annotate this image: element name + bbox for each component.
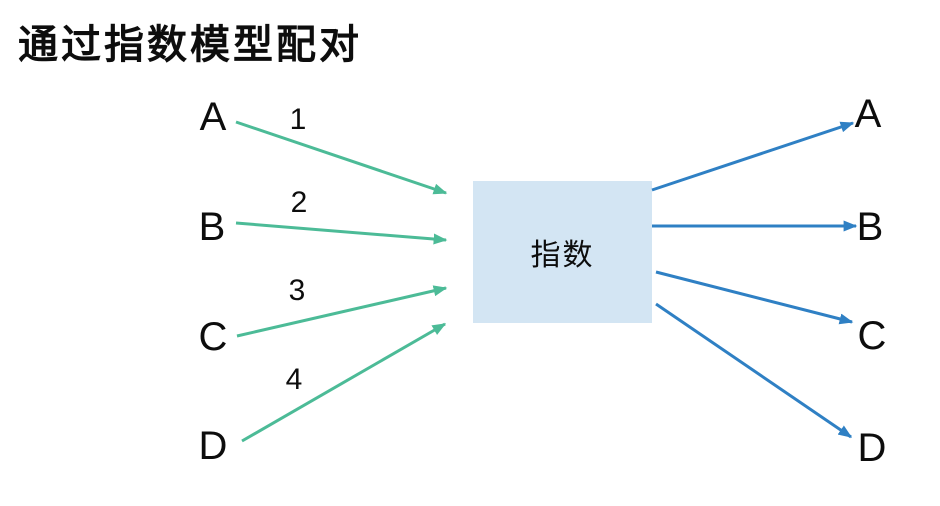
source-arrow-2 xyxy=(235,221,448,245)
target-arrow-a xyxy=(651,121,855,192)
source-node-d: D xyxy=(198,424,228,468)
target-node-c: C xyxy=(857,314,887,358)
arrow-label-2: 2 xyxy=(290,186,308,219)
source-node-a: A xyxy=(199,95,227,139)
source-arrow-4 xyxy=(241,322,447,443)
source-arrow-3 xyxy=(236,285,448,338)
source-node-c: C xyxy=(198,315,228,359)
source-arrow-1 xyxy=(235,120,448,195)
index-box-label: 指数 xyxy=(530,239,595,272)
target-arrow-c xyxy=(655,270,854,325)
index-box: 指数 xyxy=(473,181,652,323)
arrow-label-4: 4 xyxy=(285,363,303,396)
arrow-label-3: 3 xyxy=(288,274,306,307)
source-node-b: B xyxy=(198,205,226,249)
target-node-b: B xyxy=(856,205,884,249)
page-title: 通过指数模型配对 xyxy=(18,23,362,67)
target-arrow-d xyxy=(655,302,853,439)
arrow-label-1: 1 xyxy=(289,103,307,136)
target-node-a: A xyxy=(854,92,882,136)
target-node-d: D xyxy=(857,426,887,470)
